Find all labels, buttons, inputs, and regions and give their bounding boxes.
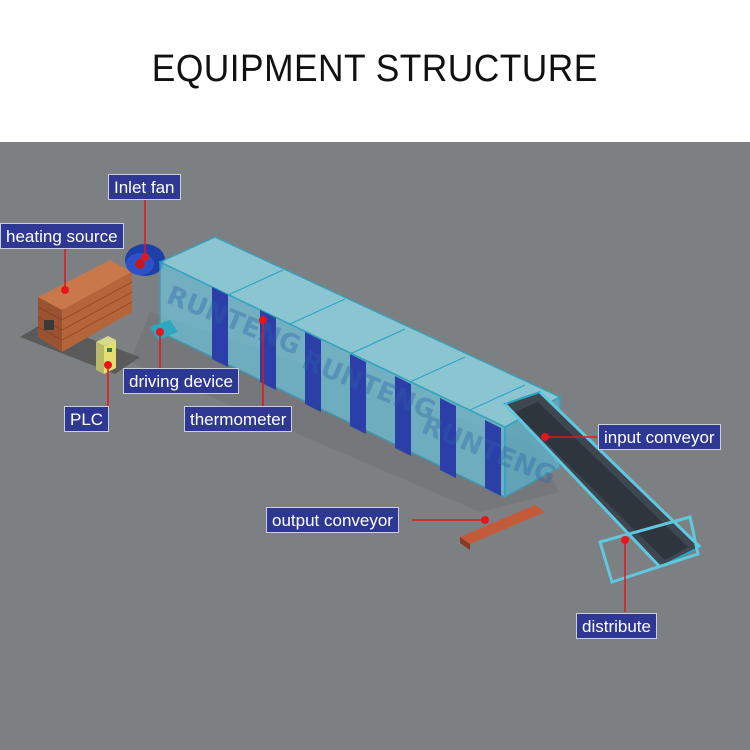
label-inlet-fan: Inlet fan [108, 174, 181, 200]
label-output-conveyor: output conveyor [266, 507, 399, 533]
label-thermometer: thermometer [184, 406, 293, 432]
page-title: EQUIPMENT STRUCTURE [151, 47, 599, 90]
inlet-fan [125, 244, 165, 276]
label-heating-source: heating source [0, 223, 124, 249]
output-conveyor [460, 505, 545, 550]
plc-cabinet [96, 336, 116, 374]
label-plc: PLC [64, 406, 110, 432]
title-band: EQUIPMENT STRUCTURE [0, 0, 750, 142]
dryer-body [150, 236, 562, 499]
input-conveyor [503, 390, 702, 584]
heating-source-furnace [20, 260, 140, 374]
equipment-diagram: RUNTENG RUNTENG RUNTENG Inlet fa [0, 142, 750, 750]
label-driving-device: driving device [123, 368, 239, 394]
label-input-conveyor: input conveyor [598, 424, 721, 450]
dryer-illustration: RUNTENG RUNTENG RUNTENG [20, 236, 702, 584]
label-distribute: distribute [576, 613, 657, 639]
